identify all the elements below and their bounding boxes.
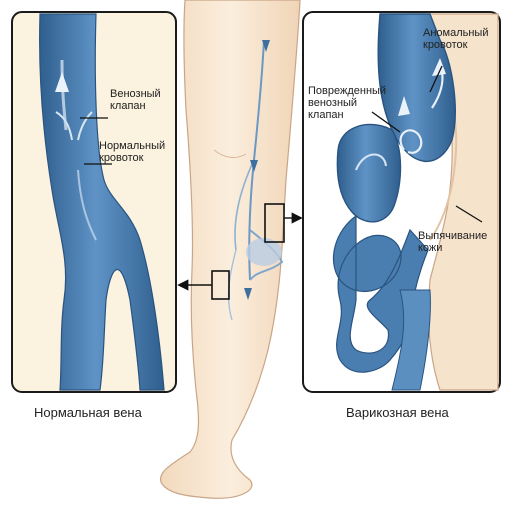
- flow-arrow-icon: [250, 160, 258, 172]
- skin-bulge-label: Выпячивание кожи: [418, 230, 488, 254]
- normal-flow-label: Нормальный кровоток: [99, 140, 166, 164]
- leg-illustration: [159, 0, 303, 499]
- normal-vein-caption: Нормальная вена: [34, 405, 142, 420]
- varicose-vein-panel: [302, 11, 501, 393]
- damaged-valve-label: Поврежденный венозный клапан: [308, 85, 387, 121]
- varicose-vein-caption: Варикозная вена: [346, 405, 449, 420]
- varicose-vein-highlight-box: [264, 203, 285, 243]
- flow-arrow-icon: [244, 288, 252, 300]
- venous-valve-label: Венозный клапан: [110, 88, 161, 112]
- normal-vein-panel: [11, 11, 177, 393]
- abnormal-flow-label: Аномальный кровоток: [423, 27, 489, 51]
- flow-arrow-icon: [262, 40, 270, 52]
- flow-arrow-icon: [432, 58, 446, 76]
- flow-arrow-icon: [398, 96, 410, 116]
- flow-arrow-icon: [55, 72, 69, 92]
